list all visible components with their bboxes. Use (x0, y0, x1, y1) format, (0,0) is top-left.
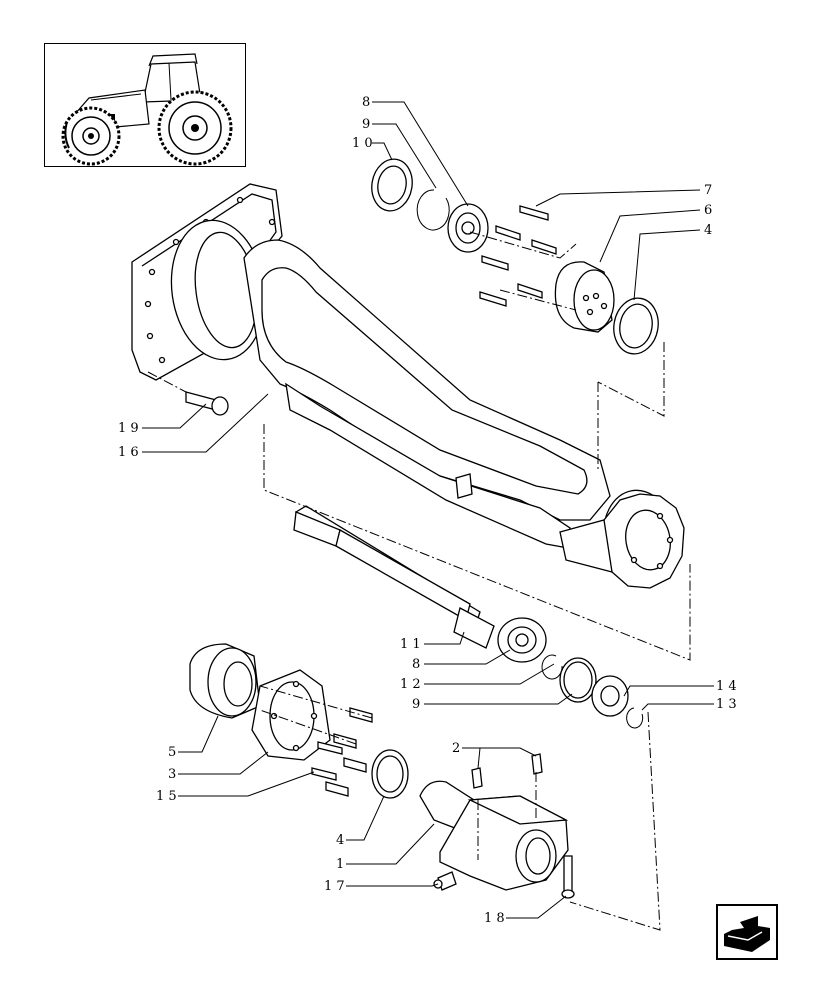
snap-ring-9-upper (416, 189, 450, 231)
callout-14: 1 4 (716, 679, 737, 694)
upper-seal-ring-10 (371, 158, 413, 212)
callout-8: 8 (412, 657, 420, 672)
callout-8: 8 (362, 95, 370, 110)
callout-5: 5 (168, 745, 176, 760)
callout-17: 1 7 (324, 879, 345, 894)
callout-9: 9 (412, 697, 420, 712)
tractor-thumbnail-icon (61, 53, 233, 166)
shaft-11 (293, 505, 495, 649)
grease-fitting-17 (433, 871, 457, 891)
next-page-arrow-icon (724, 916, 770, 952)
hub-6 (554, 261, 615, 333)
assembly-lines (147, 231, 691, 931)
bearing-8-lower (497, 617, 547, 663)
bolts-7 (479, 205, 557, 307)
callout-4: 4 (336, 833, 344, 848)
circlip-13 (626, 707, 644, 729)
callout-2: 2 (452, 741, 460, 756)
ring-4-lower (371, 749, 409, 799)
callout-7: 7 (704, 183, 712, 198)
callout-9: 9 (362, 117, 370, 132)
ring-9-lower (559, 657, 597, 703)
axle-housing (131, 183, 685, 589)
screw-18 (561, 855, 575, 899)
snap-ring-12 (541, 654, 563, 680)
callout-18: 1 8 (484, 911, 505, 926)
callout-10: 1 0 (352, 136, 373, 151)
callout-16: 1 6 (118, 445, 139, 460)
callout-6: 6 (704, 203, 712, 218)
bushing-5 (189, 643, 261, 719)
flange-3 (251, 669, 331, 761)
pins-2 (471, 753, 543, 789)
next-page-button[interactable] (716, 904, 778, 960)
tractor-thumbnail (44, 43, 246, 167)
support-1 (419, 780, 569, 891)
callout-15: 1 5 (156, 789, 177, 804)
callout-3: 3 (168, 767, 176, 782)
leader-lines (142, 101, 714, 919)
washer-14 (591, 675, 629, 717)
ring-4-upper (613, 297, 659, 355)
bearing-8-upper (447, 203, 489, 253)
callout-12: 1 2 (400, 677, 421, 692)
callout-4: 4 (704, 223, 712, 238)
callout-13: 1 3 (716, 697, 737, 712)
callout-labels: 8 9 1 0 7 6 4 1 9 1 6 1 1 8 1 2 9 1 4 1 … (118, 95, 737, 926)
callout-11: 1 1 (400, 637, 421, 652)
callout-1: 1 (336, 857, 344, 872)
bolts-15 (311, 707, 373, 797)
bolt-19 (185, 391, 229, 416)
callout-19: 1 9 (118, 421, 139, 436)
